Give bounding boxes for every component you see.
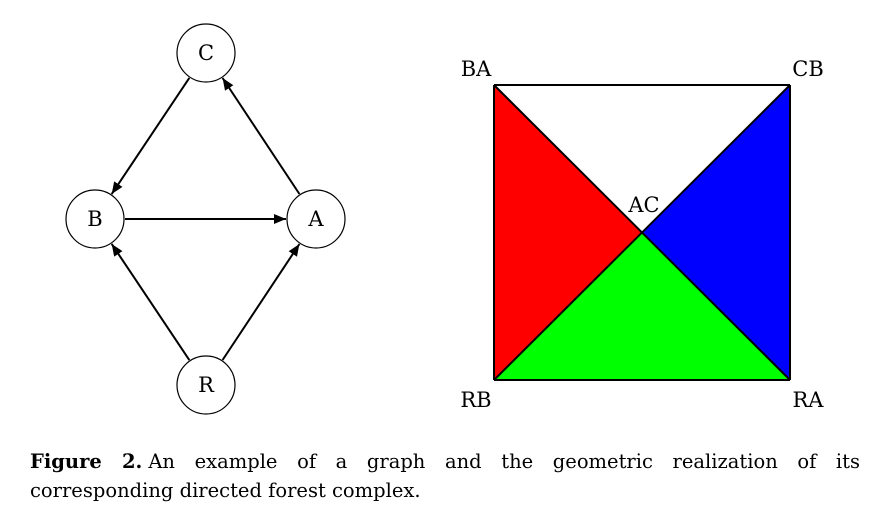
node-A — [286, 189, 346, 249]
edge-A-to-C — [221, 77, 301, 195]
node-label-B: B — [87, 207, 102, 231]
vertex-label-CB: CB — [792, 57, 824, 81]
caption-label: Figure 2. — [30, 450, 143, 473]
edge-R-to-B — [110, 243, 191, 361]
edge-C-to-B — [110, 77, 191, 195]
face-CB-AC-RA — [642, 85, 790, 380]
node-C — [176, 23, 236, 83]
node-label-C: C — [198, 41, 214, 65]
directed-graph: C B A R — [65, 23, 346, 415]
node-label-A: A — [307, 207, 324, 231]
complex-edge-CB-RB — [493, 84, 791, 381]
vertex-label-BA: BA — [461, 57, 492, 81]
vertex-label-AC: AC — [627, 193, 659, 217]
node-B — [65, 189, 125, 249]
caption-text: An example of a graph and the geometric … — [30, 450, 861, 502]
face-BA-AC-RB — [494, 85, 642, 380]
edge-R-to-A — [221, 243, 301, 361]
node-label-R: R — [198, 373, 215, 397]
forest-complex: BA CB AC RB RA — [460, 57, 824, 412]
face-RB-AC-RA — [494, 233, 790, 380]
vertex-label-RA: RA — [793, 388, 825, 412]
figure-caption: Figure 2.An example of a graph and the g… — [30, 447, 860, 505]
node-R — [176, 355, 236, 415]
vertex-label-RB: RB — [460, 388, 491, 412]
